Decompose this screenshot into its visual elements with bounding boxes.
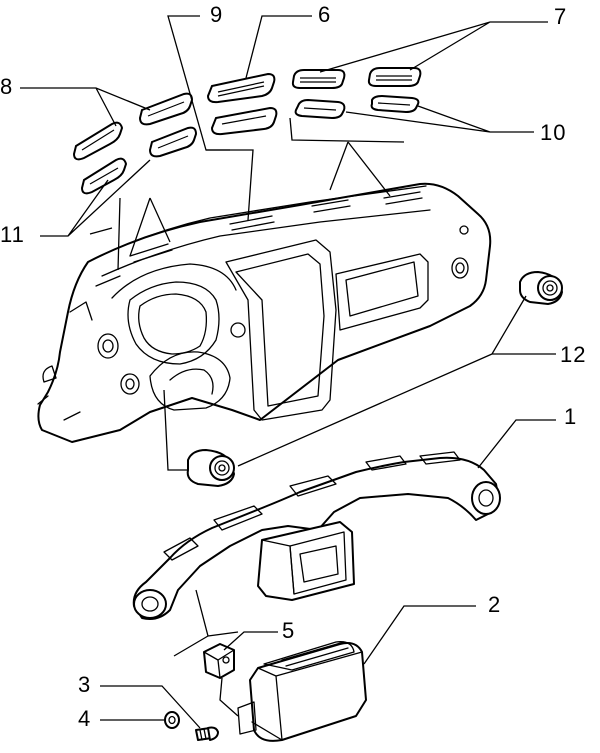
vent-grille-7a <box>291 69 346 89</box>
callout-8: 8 <box>0 74 13 99</box>
callout-11: 11 <box>0 222 25 247</box>
vent-grille-8b <box>72 121 124 161</box>
washer <box>164 711 180 729</box>
vent-grille-11b <box>80 157 128 195</box>
round-vent-left <box>186 449 235 487</box>
callout-12: 12 <box>560 342 586 367</box>
dashboard-panel <box>37 182 492 443</box>
callout-2: 2 <box>488 592 501 617</box>
vent-grille-10a <box>294 98 346 120</box>
vent-grille-6 <box>206 72 276 104</box>
vent-grille-10b <box>370 94 420 114</box>
callout-1: 1 <box>564 404 577 429</box>
central-vent-housing <box>237 641 367 742</box>
screw <box>195 726 219 741</box>
vent-grille-set <box>72 67 422 195</box>
vent-grille-7b <box>367 67 422 87</box>
callout-6: 6 <box>318 2 331 27</box>
callout-4: 4 <box>78 706 91 731</box>
air-distribution-duct <box>132 451 501 620</box>
vent-grille-11a <box>148 126 198 158</box>
callout-7: 7 <box>554 4 567 29</box>
callout-3: 3 <box>78 672 91 697</box>
callout-10: 10 <box>540 120 566 145</box>
round-vent-right <box>519 271 563 305</box>
mounting-clip <box>203 643 235 679</box>
callout-5: 5 <box>282 618 295 643</box>
callout-9: 9 <box>210 2 223 27</box>
callout-labels: 9 6 7 8 10 11 12 1 2 5 3 4 <box>0 2 586 731</box>
leader-lines <box>20 15 556 729</box>
vent-grille-9 <box>210 106 278 136</box>
